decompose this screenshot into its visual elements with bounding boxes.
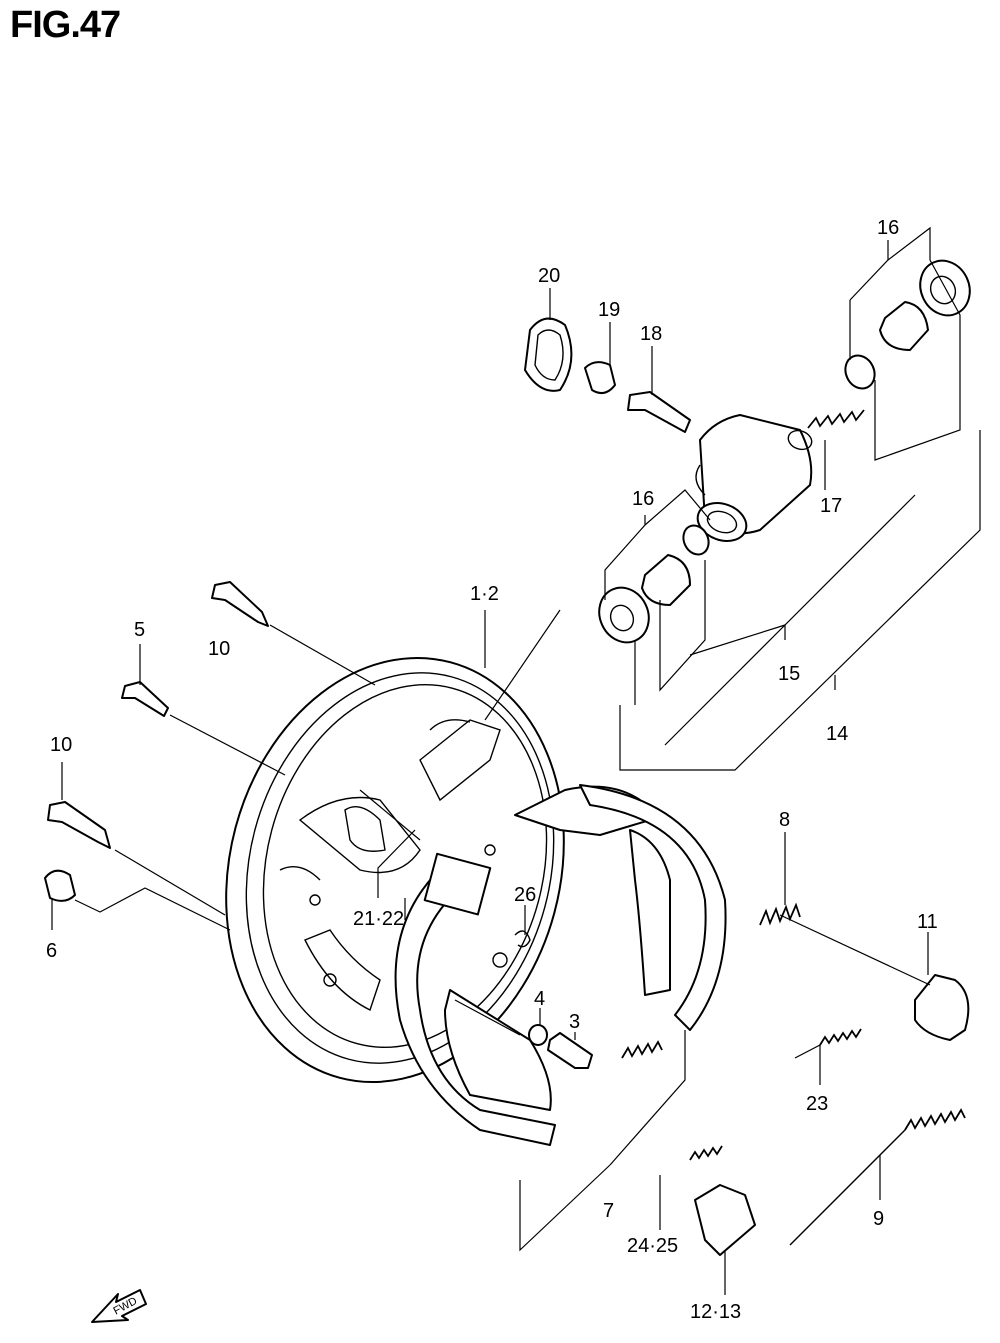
bolt-3[interactable] [547, 1032, 593, 1069]
callout-10-upper: 10 [208, 638, 230, 660]
return-spring-8[interactable] [759, 902, 801, 926]
callout-16-lower: 16 [632, 488, 654, 510]
piston-cup-set-lower[interactable] [590, 521, 713, 650]
callout-21-22: 21·22 [353, 908, 404, 930]
callout-11: 11 [917, 911, 938, 933]
forward-direction-arrow: FWD [91, 1289, 147, 1323]
callout-20: 20 [538, 265, 560, 287]
spring-lower-shoe[interactable] [621, 1040, 663, 1059]
bolt-10-lower[interactable] [47, 801, 111, 849]
callout-15: 15 [778, 663, 800, 685]
callout-9: 9 [873, 1208, 884, 1230]
spring-24-25[interactable] [689, 1145, 723, 1161]
callout-10-lower: 10 [50, 734, 72, 756]
callout-labels: 16 20 19 18 17 16 1·2 10 5 15 14 10 8 21… [46, 217, 938, 1323]
hold-down-clip-12-13[interactable] [694, 1184, 756, 1256]
callout-18: 18 [640, 323, 662, 345]
callout-6: 6 [46, 940, 57, 962]
callout-5: 5 [134, 619, 145, 641]
callout-3: 3 [569, 1011, 580, 1033]
callout-23: 23 [806, 1093, 828, 1115]
leader-lines [51, 226, 981, 1295]
callout-4: 4 [534, 988, 545, 1010]
callout-24-25: 24·25 [627, 1235, 678, 1257]
callout-16-upper: 16 [877, 217, 899, 239]
spring-9[interactable] [904, 1108, 966, 1131]
brake-backing-plate[interactable] [180, 620, 610, 1121]
callout-1-2: 1·2 [470, 583, 499, 605]
callout-12-13: 12·13 [690, 1301, 741, 1323]
bleeder-screw[interactable] [627, 391, 691, 433]
brake-shoe-set[interactable] [394, 784, 727, 1146]
callout-26: 26 [514, 884, 536, 906]
bolt-5[interactable] [121, 681, 169, 717]
wheel-cylinder-body[interactable] [692, 414, 814, 547]
adjuster-11[interactable] [914, 974, 970, 1041]
callout-17: 17 [820, 495, 842, 517]
grommet-6[interactable] [44, 869, 76, 902]
clip-26[interactable] [514, 930, 531, 948]
figure-title: FIG.47 [10, 4, 121, 46]
callout-8: 8 [779, 809, 790, 831]
bolt-10-upper[interactable] [211, 581, 269, 627]
spring-23[interactable] [819, 1028, 862, 1046]
cylinder-spring[interactable] [807, 409, 865, 429]
callout-19: 19 [598, 299, 620, 321]
callout-7: 7 [603, 1200, 614, 1222]
callout-14: 14 [826, 723, 848, 745]
piston-cup-set-upper[interactable] [840, 252, 978, 393]
bleeder-plug[interactable] [584, 361, 616, 395]
washer-4[interactable] [528, 1024, 548, 1046]
